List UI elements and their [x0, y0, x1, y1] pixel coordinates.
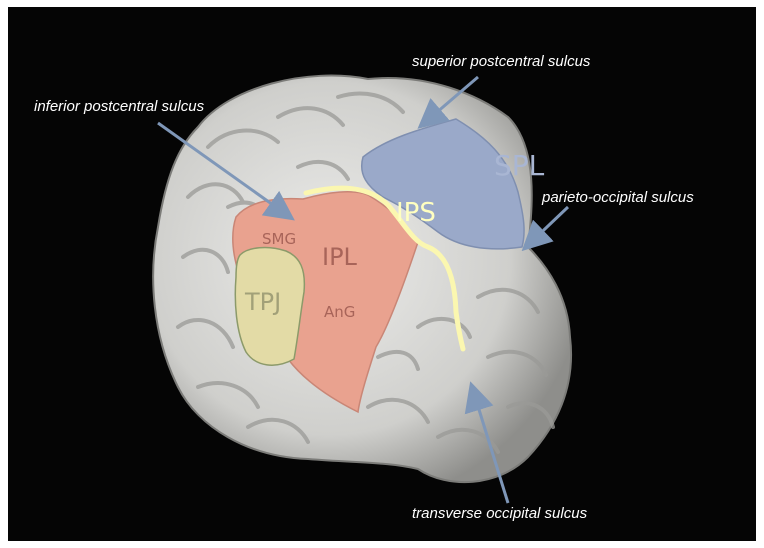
ang-label: AnG [324, 303, 355, 321]
transverse-occipital-sulcus-label: transverse occipital sulcus [412, 505, 587, 522]
parieto-occipital-sulcus-label: parieto-occipital sulcus [542, 189, 694, 206]
superior-postcentral-sulcus-label: superior postcentral sulcus [412, 53, 590, 70]
spl-label: SPL [494, 149, 544, 182]
brain-illustration [8, 7, 756, 541]
brain-figure: SPL IPS IPL SMG TPJ AnG superior postcen… [8, 7, 756, 541]
tpj-label: TPJ [245, 288, 281, 316]
inferior-postcentral-sulcus-label: inferior postcentral sulcus [34, 98, 204, 115]
ipl-label: IPL [322, 243, 357, 271]
smg-label: SMG [262, 230, 296, 248]
ips-label: IPS [396, 198, 436, 228]
parieto-sulcus-arrow [526, 207, 568, 247]
